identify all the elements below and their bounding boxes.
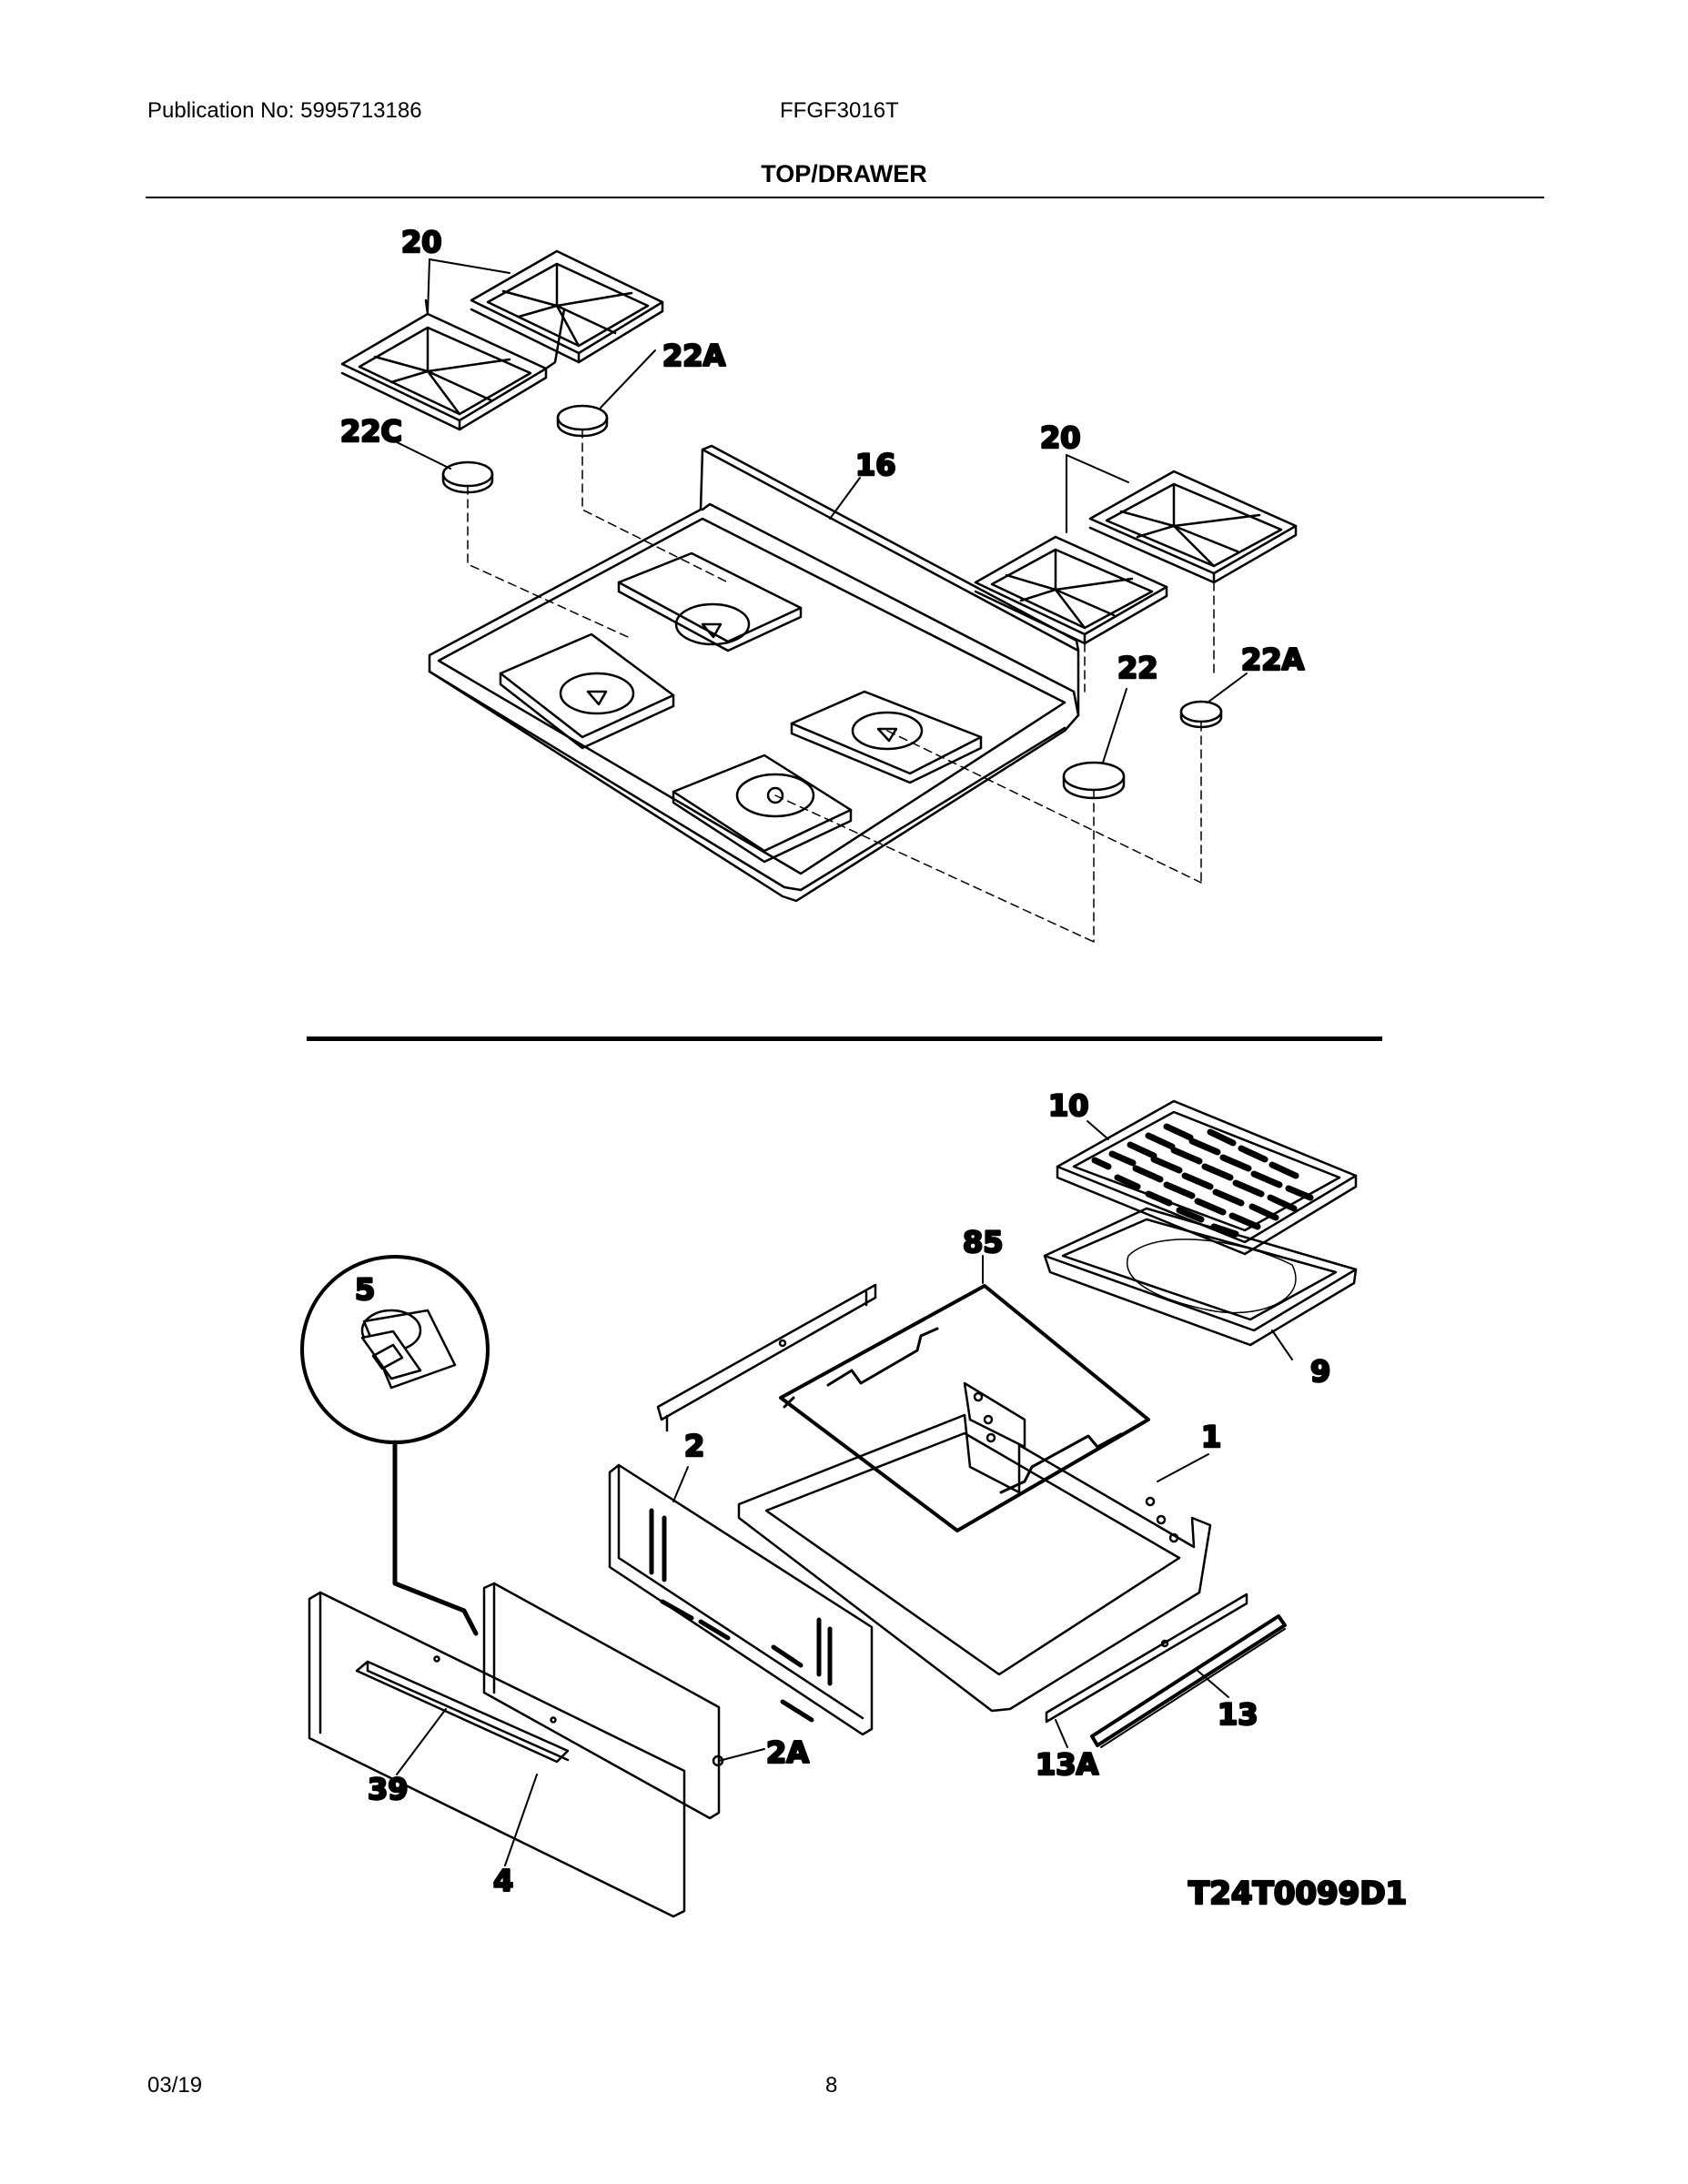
rail-upper [656,1283,877,1432]
knob-detail-5 [300,1255,490,1444]
label-16: 16 [855,448,896,482]
section-title: TOP/DRAWER [761,160,927,187]
rail-13 [1090,1614,1287,1748]
drawer-1 [737,1381,1212,1713]
label-22a-right: 22A [1241,642,1305,677]
label-20-right: 20 [1040,420,1081,455]
label-85: 85 [963,1225,1004,1259]
publication-number: Publication No: 5995713186 [147,98,422,123]
section-divider [307,1036,1382,1041]
label-10: 10 [1048,1088,1089,1123]
guide-lines-top [467,429,1215,943]
grate-right-pair [974,470,1298,645]
page-number: 8 [825,2073,838,2098]
burner-left-rear [674,602,751,646]
burner-right-front [735,773,815,818]
diagram-code: T24T0099D1 [1188,1876,1407,1912]
drawer-panel-2a [482,1582,724,1820]
label-2a: 2A [766,1735,809,1770]
leaders-drawer [396,1120,1293,1866]
broiler-grid-10 [1056,1099,1358,1256]
label-5: 5 [355,1272,375,1307]
footer-date: 03/19 [147,2073,203,2098]
grate-left-pair [340,249,664,431]
label-22a-left: 22A [662,339,726,373]
label-13a: 13A [1036,1747,1099,1782]
cap-22a-left [556,404,609,431]
label-4: 4 [493,1864,513,1898]
label-9: 9 [1310,1354,1330,1389]
model-number: FFGF3016T [780,98,899,123]
knob-leader [392,1440,479,1636]
cooktop-16 [428,444,1080,903]
cap-22 [1062,761,1126,792]
label-2: 2 [684,1429,704,1463]
label-39: 39 [368,1772,409,1806]
rack-85 [779,1284,1150,1532]
leaders-top [390,258,1248,763]
cap-22c [441,460,494,488]
label-22c: 22C [340,414,402,449]
label-13: 13 [1218,1697,1258,1732]
label-1: 1 [1201,1420,1221,1454]
drawer-front-4 [308,1591,686,1918]
label-20-left: 20 [401,225,442,259]
burner-left-front [559,672,635,715]
handle-39 [355,1655,570,1764]
burner-right-rear [851,711,924,751]
header-divider [146,197,1544,198]
cap-22a-right [1179,700,1223,723]
rail-13a [1045,1592,1248,1724]
drawer-back-2 [608,1463,874,1736]
broiler-pan-9 [1043,1207,1358,1347]
label-22: 22 [1117,651,1158,685]
